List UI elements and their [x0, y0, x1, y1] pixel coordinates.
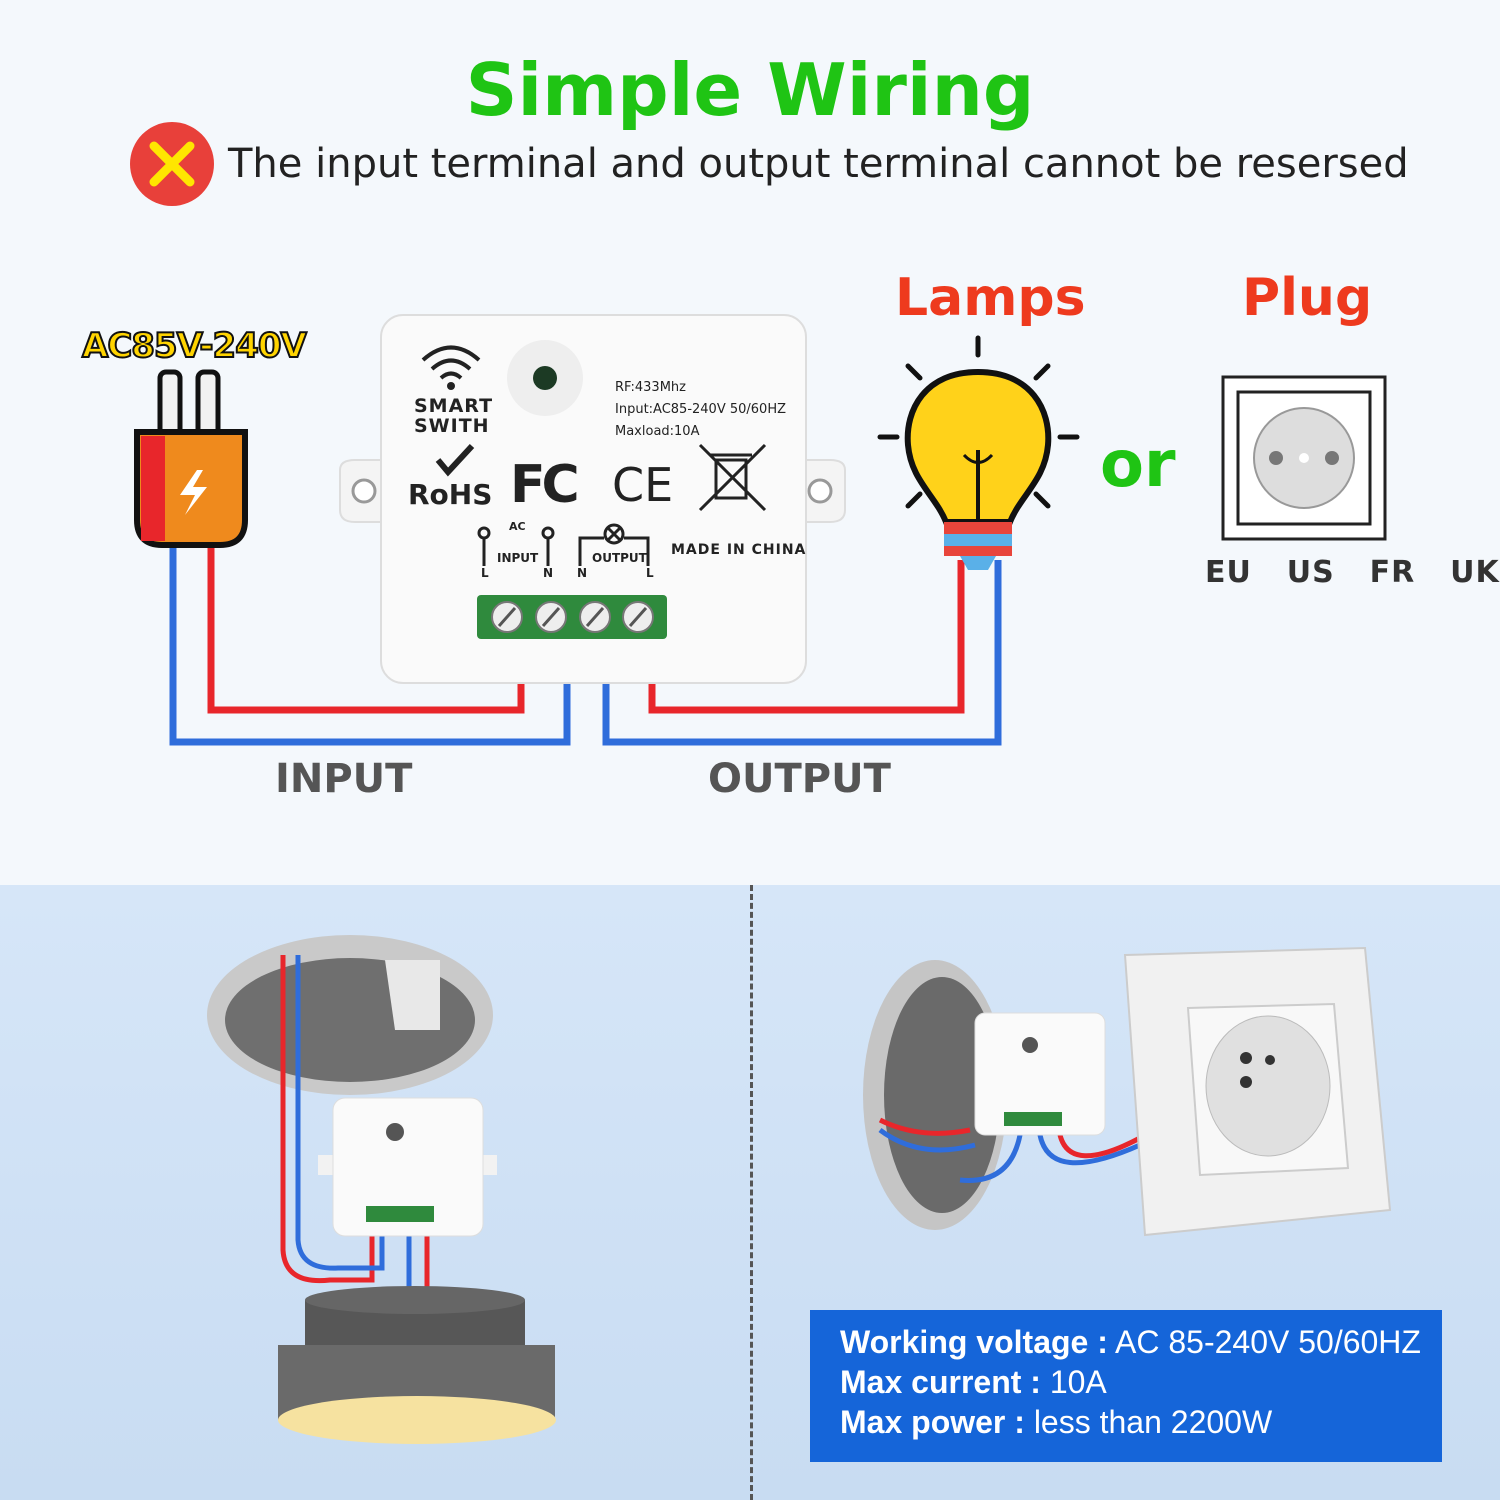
x-icon: [130, 122, 214, 206]
terminal-letter: N: [543, 566, 554, 580]
spec-value: less than 2200W: [1033, 1404, 1273, 1440]
device-brand: SMART SWITH: [414, 395, 494, 437]
socket-install-scene: [863, 946, 1392, 1237]
dashed-divider: [750, 885, 753, 1500]
spec-label: Max current :: [840, 1364, 1041, 1400]
ceiling-install-scene: [207, 935, 556, 1444]
ac-label: AC: [509, 520, 526, 533]
output-wires: [602, 560, 1002, 746]
spec-value: AC 85-240V 50/60HZ: [1115, 1324, 1421, 1360]
ce-mark: CE: [612, 458, 674, 512]
spec-row: Working voltage : AC 85-240V 50/60HZ: [840, 1324, 1421, 1361]
plug-standards: EU US FR UK: [1205, 555, 1500, 590]
warning: The input terminal and output terminal c…: [130, 122, 1409, 206]
terminal-letter: L: [646, 566, 654, 580]
made-in-label: MADE IN CHINA: [671, 542, 807, 558]
page-title: Simple Wiring: [465, 48, 1035, 132]
input-label: INPUT: [275, 756, 413, 802]
plug-label: Plug: [1242, 268, 1373, 328]
socket-icon: [1221, 375, 1387, 541]
fc-mark: FC: [510, 455, 580, 515]
weee-bin-icon: [698, 443, 767, 512]
smart-switch-device: [339, 314, 846, 684]
spec-label: Working voltage :: [840, 1324, 1108, 1360]
spec-row: Max power : less than 2200W: [840, 1404, 1272, 1441]
wifi-icon: [421, 345, 481, 380]
input-terminal-label: INPUT: [497, 551, 539, 565]
device-maxload: Maxload:10A: [615, 424, 700, 439]
power-plug-icon: [134, 369, 248, 548]
voltage-label: AC85V-240V: [81, 325, 308, 367]
output-terminal-label: OUTPUT: [592, 551, 647, 565]
warning-text: The input terminal and output terminal c…: [228, 141, 1409, 187]
device-rf: RF:433Mhz: [615, 380, 686, 395]
device-input-spec: Input:AC85-240V 50/60HZ: [615, 402, 786, 417]
lamps-label: Lamps: [895, 268, 1086, 328]
spec-row: Max current : 10A: [840, 1364, 1107, 1401]
lamp-icon: [877, 335, 1080, 570]
terminal-letter: L: [481, 566, 489, 580]
input-wires: [169, 540, 571, 746]
spec-value: 10A: [1049, 1364, 1107, 1400]
spec-box: Working voltage : AC 85-240V 50/60HZ Max…: [810, 1310, 1442, 1462]
terminal-letter: N: [577, 566, 588, 580]
or-label: or: [1100, 428, 1176, 502]
spec-label: Max power :: [840, 1404, 1025, 1440]
output-label: OUTPUT: [708, 756, 891, 802]
rohs-mark: RoHS: [408, 478, 493, 511]
